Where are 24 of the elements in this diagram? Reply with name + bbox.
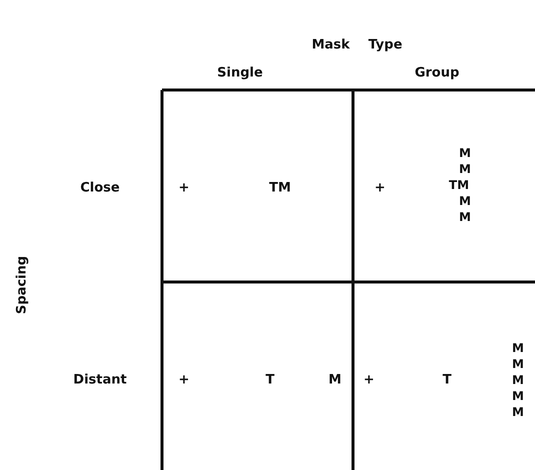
column-header: Group bbox=[414, 66, 460, 80]
row-header: Close bbox=[80, 182, 120, 194]
stimulus-letters: TM bbox=[448, 179, 470, 191]
mask-letter: M bbox=[512, 358, 524, 370]
target-letter: T bbox=[442, 374, 452, 386]
mask-letter: M bbox=[328, 374, 342, 386]
row-header: Distant bbox=[73, 374, 127, 386]
mask-letter: M bbox=[512, 406, 524, 418]
stimulus-letters: TM bbox=[269, 182, 291, 194]
axis-title: Spacing bbox=[16, 256, 28, 314]
mask-letter: M bbox=[459, 163, 471, 175]
mask-letter: M bbox=[512, 374, 524, 386]
fixation-symbol: + bbox=[178, 374, 190, 386]
column-header: Single bbox=[217, 66, 263, 80]
fixation-symbol: + bbox=[374, 182, 386, 194]
mask-letter: M bbox=[512, 342, 524, 354]
mask-letter: M bbox=[459, 195, 471, 207]
mask-letter: M bbox=[459, 147, 471, 159]
mask-letter: M bbox=[512, 390, 524, 402]
axis-title: Mask Type bbox=[312, 38, 402, 52]
target-letter: T bbox=[266, 374, 274, 386]
mask-letter: M bbox=[459, 211, 471, 223]
fixation-symbol: + bbox=[178, 182, 190, 194]
fixation-symbol: + bbox=[364, 374, 374, 386]
